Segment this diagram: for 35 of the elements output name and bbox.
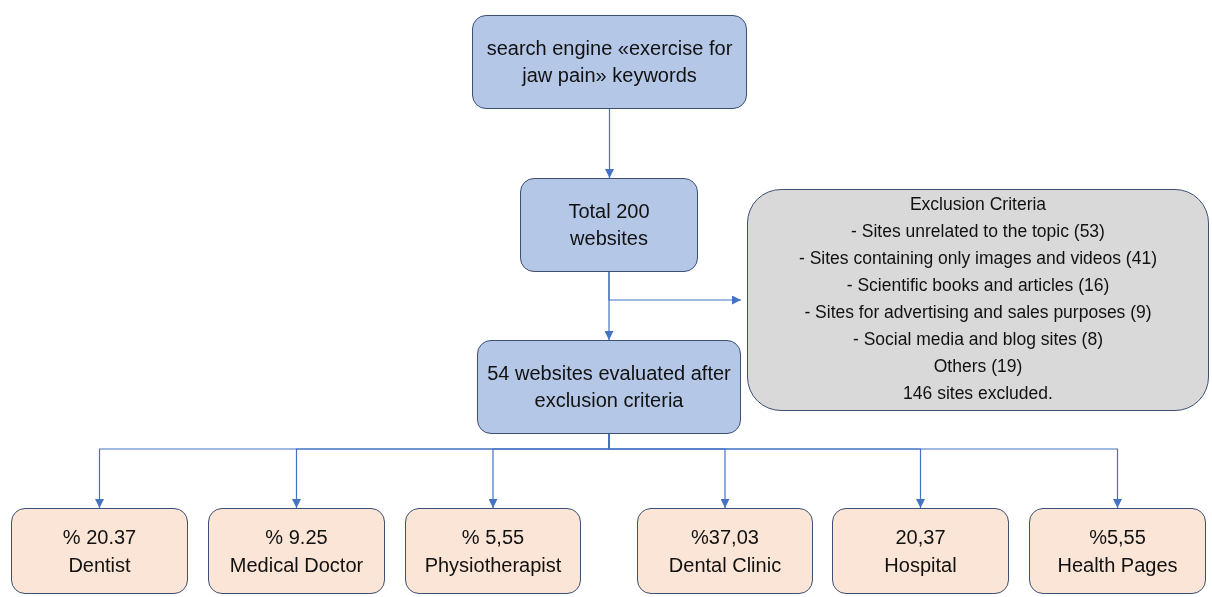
box-heading: % 20.37 xyxy=(62,525,137,550)
process-box xyxy=(477,340,741,434)
box-heading: 20,37 xyxy=(895,525,946,550)
box-text: - Sites unrelated to the topic (53) xyxy=(851,220,1105,243)
box-text: - Sites containing only images and videos (41) xyxy=(799,247,1157,270)
box-text: Others (19) xyxy=(933,355,1023,378)
box-heading: %5,55 xyxy=(1089,525,1146,550)
box-heading: %37,03 xyxy=(691,525,759,550)
box-text: Physiotherapist xyxy=(424,553,562,578)
box-text: Medical Doctor xyxy=(229,553,364,578)
box-heading: % 9.25 xyxy=(265,525,328,550)
exclusion-criteria-box xyxy=(747,189,1209,411)
box-heading: Total 200 websites xyxy=(567,199,651,251)
result-box xyxy=(11,508,188,594)
box-text: - Social media and blog sites (8) xyxy=(853,328,1103,351)
box-text: Health Pages xyxy=(1057,553,1178,578)
result-box xyxy=(208,508,385,594)
arrow xyxy=(608,271,742,305)
box-text: Dentist xyxy=(68,553,131,578)
result-box xyxy=(832,508,1009,594)
box-heading: search engine «exercise for jaw pain» keywords xyxy=(485,36,734,88)
arrow xyxy=(605,108,614,179)
result-box xyxy=(1029,508,1206,594)
box-heading: 54 websites evaluated after exclusion criteria xyxy=(486,361,732,413)
process-box xyxy=(472,15,747,109)
box-text: Hospital xyxy=(884,553,957,578)
process-box xyxy=(520,178,698,272)
box-text: 146 sites excluded. xyxy=(903,382,1053,405)
box-text: Dental Clinic xyxy=(668,553,782,578)
box-heading: Exclusion Criteria xyxy=(909,193,1047,216)
box-text: - Scientific books and articles (16) xyxy=(846,274,1110,297)
box-text: - Sites for advertising and sales purposes (9) xyxy=(804,301,1152,324)
result-box xyxy=(405,508,581,594)
result-box xyxy=(637,508,813,594)
box-heading: % 5,55 xyxy=(461,525,525,550)
